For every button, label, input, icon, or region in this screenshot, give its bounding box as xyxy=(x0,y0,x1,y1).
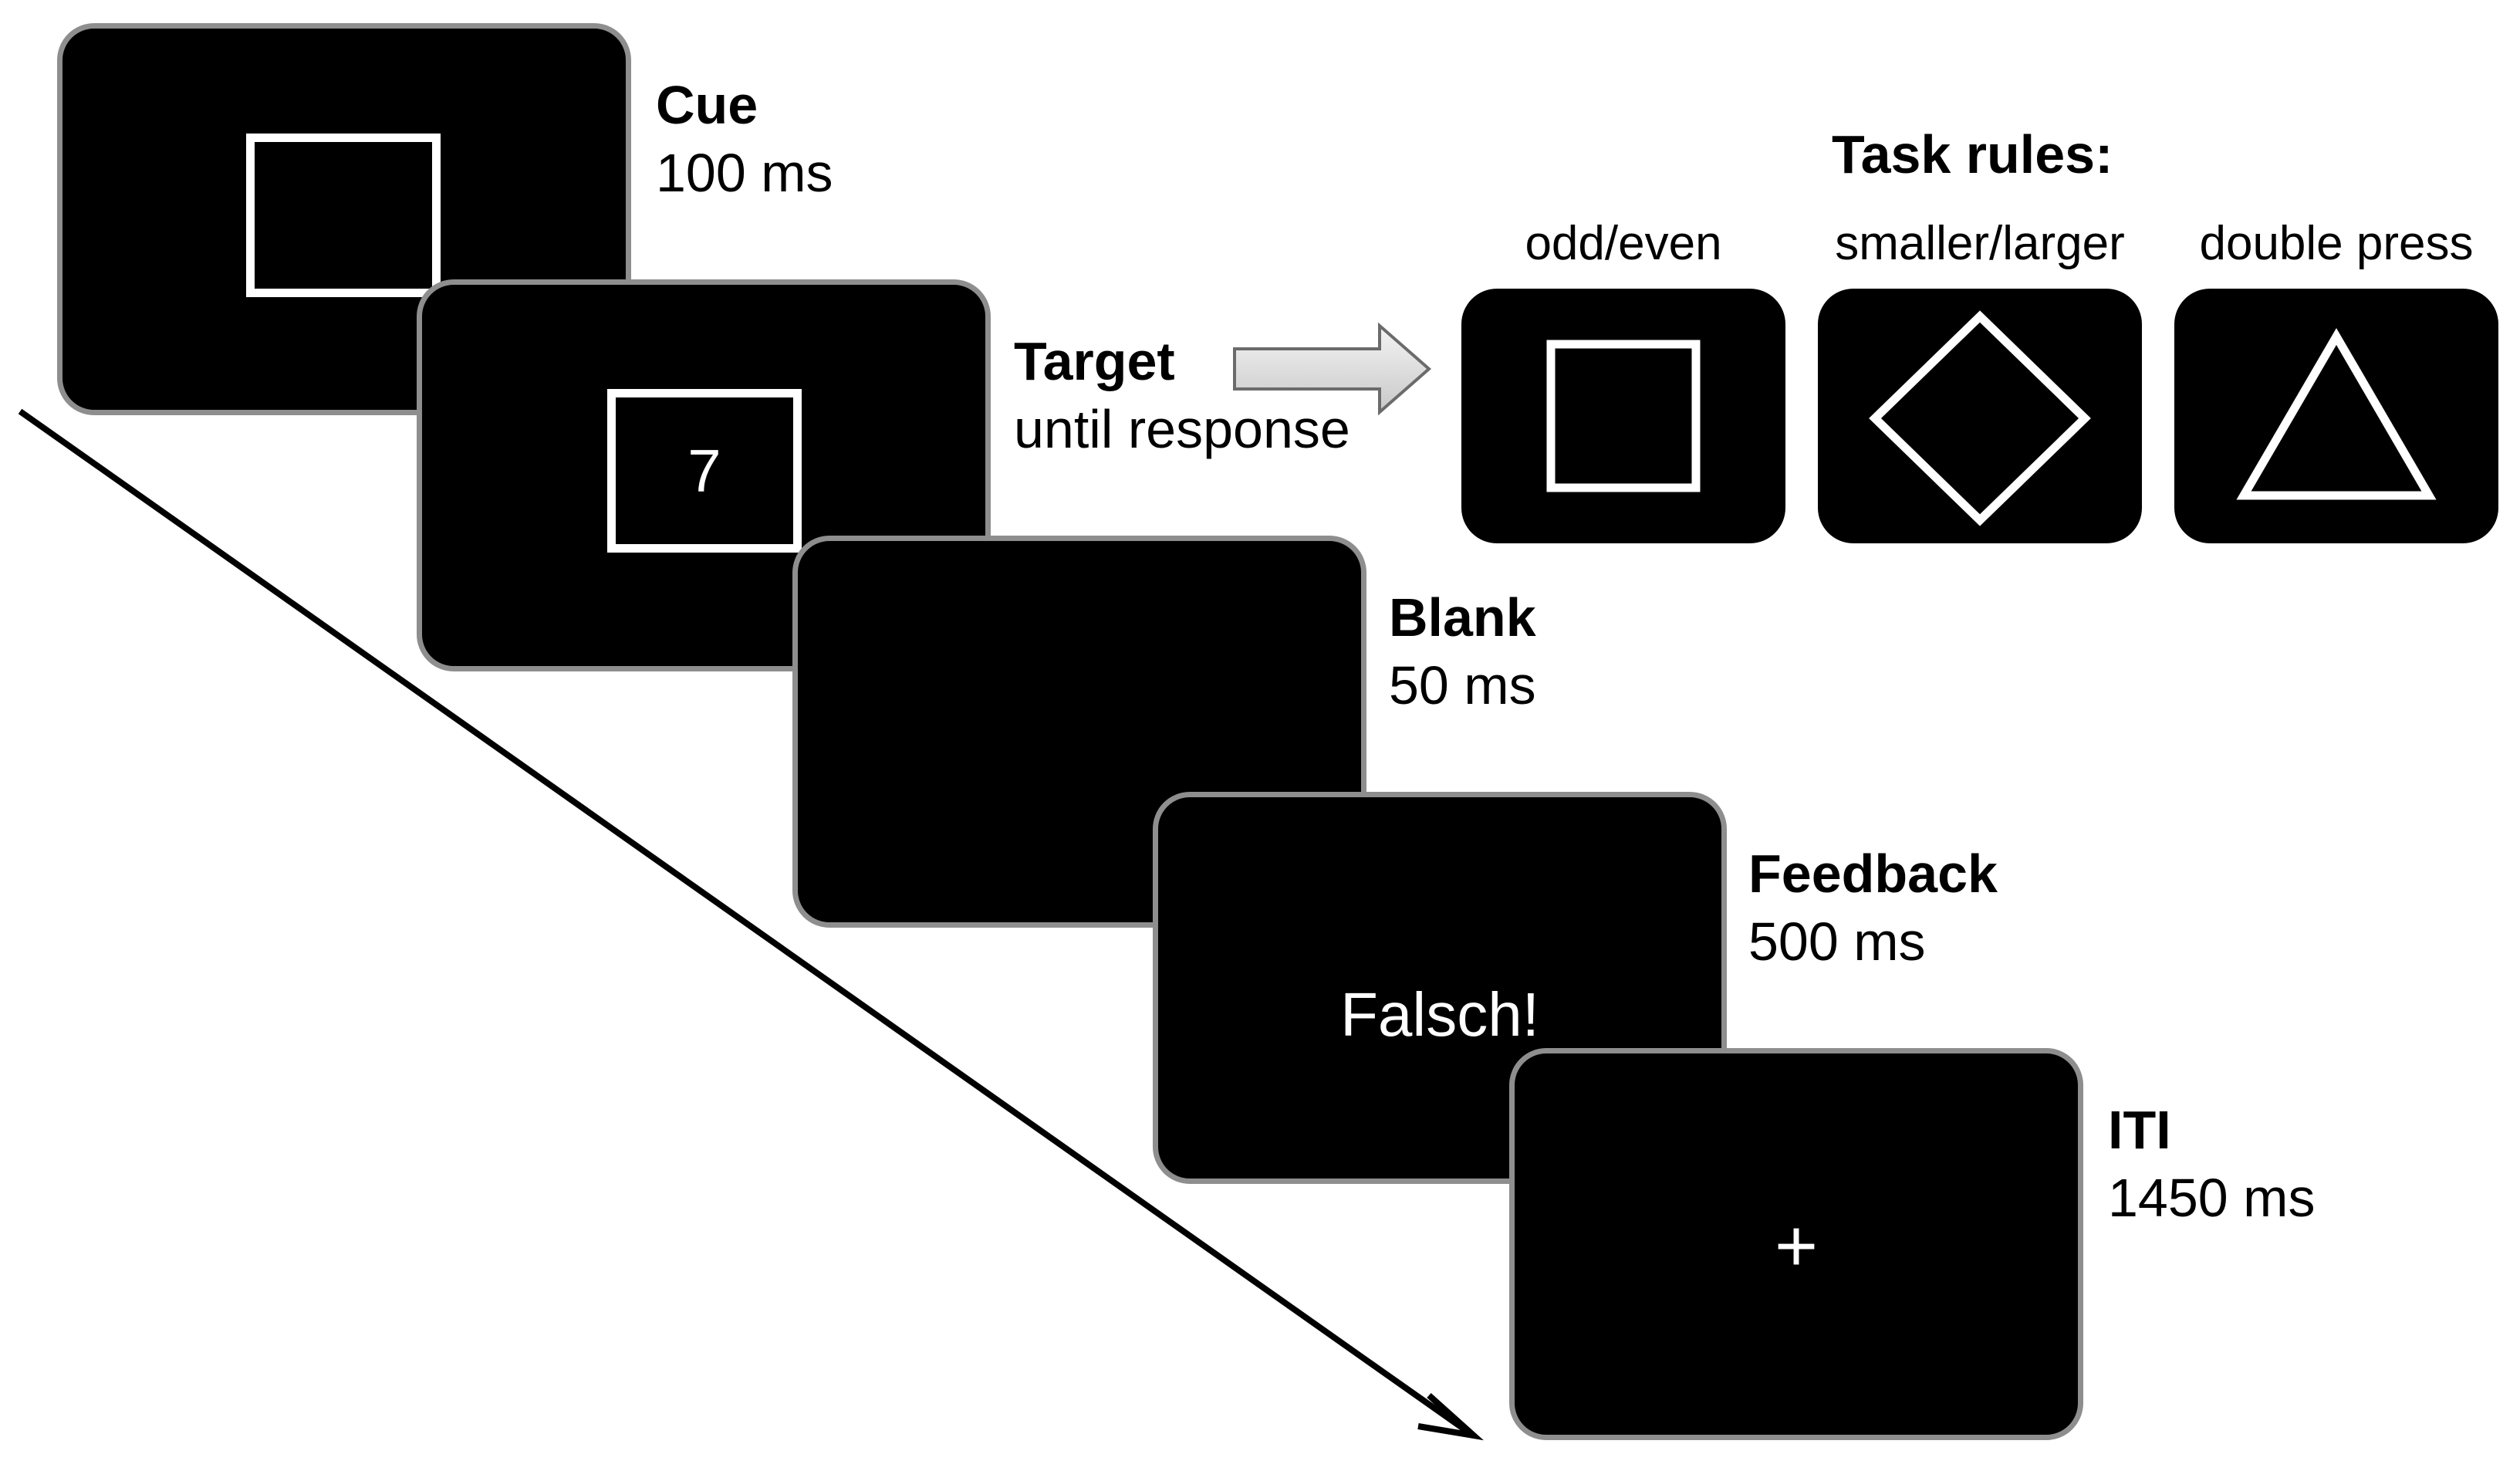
iti-label: ITI 1450 ms xyxy=(2108,1096,2315,1232)
phase-duration: 50 ms xyxy=(1389,655,1536,715)
rule-screen-smaller-larger xyxy=(1818,289,2142,543)
target-frame: 7 xyxy=(607,389,802,553)
phase-name: Feedback xyxy=(1748,844,1998,904)
rule-label-smaller-larger: smaller/larger xyxy=(1835,217,2125,270)
triangle-icon xyxy=(2236,328,2437,500)
iti-screen: + xyxy=(1509,1048,2083,1440)
phase-name: Target xyxy=(1014,331,1175,391)
target-digit: 7 xyxy=(687,437,721,505)
phase-duration: 1450 ms xyxy=(2108,1168,2316,1228)
cue-label: Cue 100 ms xyxy=(656,71,833,207)
target-label: Target until response xyxy=(1014,327,1350,463)
blank-label: Blank 50 ms xyxy=(1389,583,1536,719)
phase-duration: until response xyxy=(1014,399,1350,459)
cue-frame xyxy=(246,134,441,297)
phase-name: Blank xyxy=(1389,587,1536,648)
rule-screen-odd-even xyxy=(1461,289,1785,543)
square-icon xyxy=(1546,340,1701,492)
rule-label-double-press: double press xyxy=(2199,217,2474,270)
feedback-text: Falsch! xyxy=(1340,980,1539,1049)
rules-arrow xyxy=(1233,322,1432,416)
fixation-cross: + xyxy=(1774,1205,1819,1287)
phase-duration: 500 ms xyxy=(1748,911,1926,972)
rule-label-odd-even: odd/even xyxy=(1525,217,1722,270)
phase-duration: 100 ms xyxy=(656,143,833,203)
phase-name: Cue xyxy=(656,75,758,135)
diamond-icon xyxy=(1869,310,2091,526)
feedback-screen: Falsch! xyxy=(1153,792,1727,1184)
feedback-label: Feedback 500 ms xyxy=(1748,840,1998,976)
rule-screen-double-press xyxy=(2174,289,2498,543)
phase-name: ITI xyxy=(2108,1100,2171,1160)
task-rules-title: Task rules: xyxy=(1832,124,2113,184)
